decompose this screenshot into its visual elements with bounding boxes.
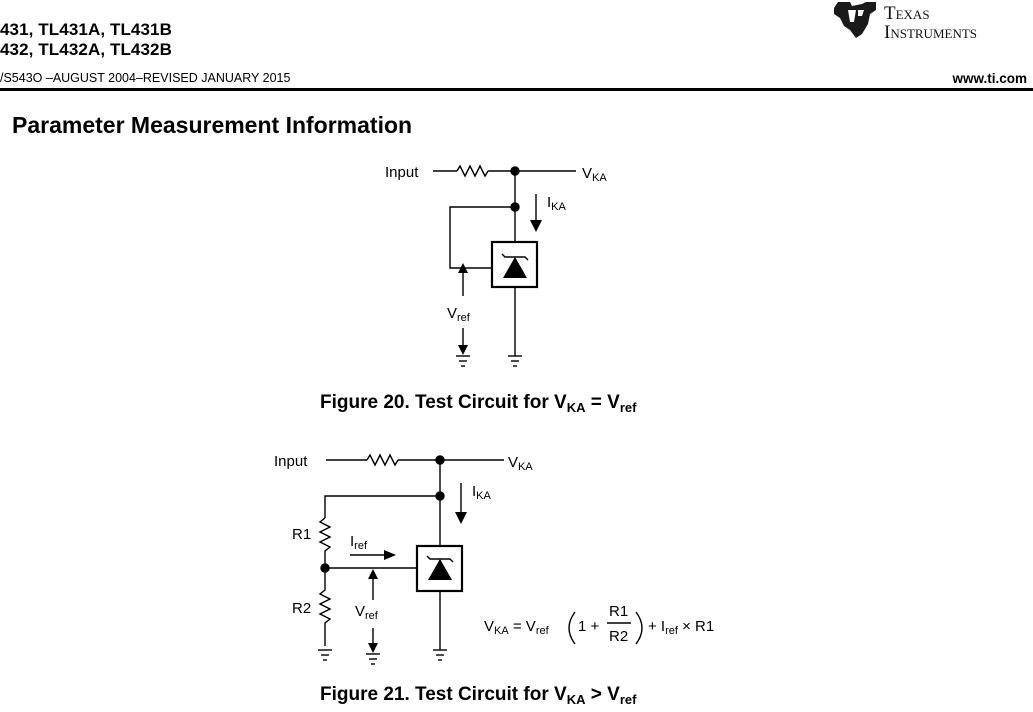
- figure-20-caption: Figure 20. Test Circuit for VKA = Vref: [320, 392, 637, 415]
- fig21-vref-label: Vref: [355, 603, 379, 622]
- fig21-vref-arrowhead-up-icon: [368, 569, 378, 579]
- fig20-input-label: Input: [385, 164, 419, 181]
- fig21-r2-resistor: [318, 568, 332, 646]
- header-divider: [0, 88, 1033, 91]
- fig21-ground-mid-icon: [366, 653, 380, 665]
- fig21-equation: VKA = Vref 1 + R1 R2 + Iref × R1: [484, 603, 714, 645]
- fig20-zener-bar-icon: [501, 253, 529, 261]
- fig21-ika-arrowhead-icon: [455, 512, 467, 524]
- fig20-zener-triangle-icon: [503, 257, 527, 278]
- fig21-ground-right-icon: [433, 649, 447, 661]
- figure-20-circuit: [433, 164, 576, 367]
- fig20-vref-arrowhead-up-icon: [458, 263, 468, 273]
- fig21-series-resistor: [366, 453, 399, 467]
- fig21-vref-arrowhead-down-icon: [368, 643, 378, 653]
- doc-title-line-2: 432, TL432A, TL432B: [0, 40, 172, 59]
- svg-text:R1: R1: [609, 603, 628, 620]
- svg-text:1 +: 1 +: [578, 618, 600, 635]
- fig20-vref-arrowhead-down-icon: [458, 345, 468, 355]
- svg-text:VKA = Vref: VKA = Vref: [484, 618, 550, 637]
- doc-title-line-1: 431, TL431A, TL431B: [0, 20, 172, 39]
- fig21-iref-arrowhead-icon: [384, 550, 396, 560]
- fig21-divider-top-wire: [324, 495, 440, 518]
- fig21-eq-right-paren: [635, 611, 643, 645]
- fig20-ika-label: IKA: [547, 194, 567, 213]
- ti-logo-mark-icon: [834, 2, 876, 38]
- svg-text:+ Iref × R1: + Iref × R1: [648, 618, 714, 637]
- fig20-vka-label: VKA: [582, 165, 607, 184]
- fig21-eq-left-paren: [568, 611, 576, 645]
- fig21-ika-label: IKA: [472, 483, 492, 502]
- website-link[interactable]: www.ti.com: [952, 71, 1027, 86]
- ti-logo: Texas Instruments: [832, 0, 1032, 48]
- fig21-zener-triangle-icon: [428, 559, 452, 580]
- section-heading: Parameter Measurement Information: [12, 112, 413, 138]
- fig21-ground-left-icon: [318, 649, 332, 661]
- doc-number-date: /S543O –AUGUST 2004–REVISED JANUARY 2015: [0, 71, 291, 85]
- fig20-ground-left-icon: [456, 355, 470, 367]
- fig21-vka-label: VKA: [508, 454, 533, 473]
- fig21-r1-resistor: [318, 517, 332, 568]
- fig21-iref-label: Iref: [350, 533, 368, 552]
- figure-21-circuit: [318, 453, 643, 665]
- logo-text-line-1: Texas: [884, 3, 930, 24]
- svg-text:R2: R2: [609, 628, 628, 645]
- logo-text-line-2: Instruments: [884, 22, 978, 43]
- fig21-r2-label: R2: [292, 600, 311, 617]
- fig21-input-label: Input: [274, 453, 308, 470]
- fig20-ref-feedback-wire: [449, 206, 515, 269]
- fig20-ground-right-icon: [508, 355, 522, 367]
- fig20-vref-label: Vref: [447, 305, 471, 324]
- figure-21-caption: Figure 21. Test Circuit for VKA > Vref: [320, 684, 637, 707]
- fig20-series-resistor: [456, 164, 489, 178]
- fig20-ika-arrowhead-icon: [530, 220, 542, 232]
- fig21-r1-label: R1: [292, 526, 311, 543]
- fig21-zener-bar-icon: [426, 555, 454, 563]
